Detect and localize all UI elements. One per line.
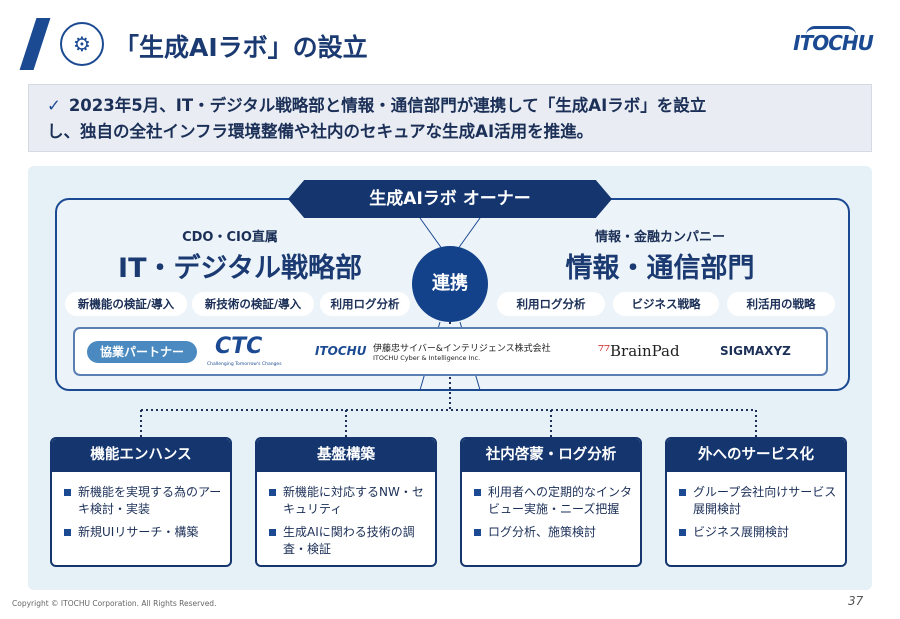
ctc-tagline: Challenging Tomorrow's Changes xyxy=(207,362,282,367)
partner-bar: 協業パートナー CTC Challenging Tomorrow's Chang… xyxy=(73,327,828,376)
check-icon: ✓ xyxy=(47,96,61,115)
sigmaxyz-logo: SIGMAXYZ xyxy=(720,344,791,358)
card-item: グループ会社向けサービス展開検討 xyxy=(679,484,837,518)
right-subtitle: 情報・金融カンパニー xyxy=(594,230,725,245)
brainpad-text: BrainPad xyxy=(610,342,680,360)
card-item: 新機能を実現する為のアーキ検討・実装 xyxy=(64,484,222,518)
right-pill: 利活用の戦略 xyxy=(727,292,835,316)
left-subtitle: CDO・CIO直属 xyxy=(182,230,278,245)
card-item: ログ分析、施策検討 xyxy=(474,524,632,541)
itochu-logo: ITOCHU xyxy=(790,22,876,64)
ctc-logo: CTC xyxy=(215,334,263,359)
right-pill: 利用ログ分析 xyxy=(497,292,605,316)
card-item: 生成AIに関わる技術の調査・検証 xyxy=(269,524,427,558)
right-pill: ビジネス戦略 xyxy=(613,292,719,316)
collaboration-circle: 連携 xyxy=(412,246,488,322)
page-number: 37 xyxy=(848,594,864,608)
left-pill: 利用ログ分析 xyxy=(320,292,410,316)
card-infrastructure: 基盤構築 新機能に対応するNW・セキュリティ生成AIに関わる技術の調査・検証 xyxy=(255,437,437,567)
card-function-enhance: 機能エンハンス 新機能を実現する為のアーキ検討・実装新規UIリサーチ・構築 xyxy=(50,437,232,567)
ci-name-en: ITOCHU Cyber & Intelligence Inc. xyxy=(373,354,481,362)
left-pill: 新技術の検証/導入 xyxy=(192,292,314,316)
brainpad-logo: ⁷⁷BrainPad xyxy=(598,342,680,360)
card-title: 機能エンハンス xyxy=(52,439,230,472)
ai-head-icon: ⚙ xyxy=(60,22,104,66)
card-title: 基盤構築 xyxy=(257,439,435,472)
summary-line-1: 2023年5月、IT・デジタル戦略部と情報・通信部門が連携して「生成AIラボ」を… xyxy=(68,96,707,115)
partner-label: 協業パートナー xyxy=(87,341,197,363)
left-pill: 新機能の検証/導入 xyxy=(65,292,187,316)
owner-banner: 生成AIラボ オーナー xyxy=(288,180,612,218)
card-item: 新機能に対応するNW・セキュリティ xyxy=(269,484,427,518)
card-awareness-log-analysis: 社内啓蒙・ログ分析 利用者への定期的なインタビュー実施・ニーズ把握ログ分析、施策… xyxy=(460,437,642,567)
page-title: 「生成AIラボ」の設立 xyxy=(114,33,368,62)
left-department: IT・デジタル戦略部 xyxy=(118,253,362,284)
card-title: 外へのサービス化 xyxy=(667,439,845,472)
right-department: 情報・通信部門 xyxy=(565,253,755,284)
itochu-partner-logo: ITOCHU xyxy=(315,344,367,358)
card-item: ビジネス展開検討 xyxy=(679,524,837,541)
summary-line-2: し、独自の全社インフラ環境整備や社内のセキュアな生成AI活用を推進。 xyxy=(47,122,594,141)
summary-box: ✓ 2023年5月、IT・デジタル戦略部と情報・通信部門が連携して「生成AIラボ」… xyxy=(28,84,872,152)
card-item: 新規UIリサーチ・構築 xyxy=(64,524,222,541)
card-title: 社内啓蒙・ログ分析 xyxy=(462,439,640,472)
card-external-service: 外へのサービス化 グループ会社向けサービス展開検討ビジネス展開検討 xyxy=(665,437,847,567)
ci-name-jp: 伊藤忠サイバー&インテリジェンス株式会社 xyxy=(373,344,551,354)
copyright: Copyright © ITOCHU Corporation. All Righ… xyxy=(12,599,217,608)
card-item: 利用者への定期的なインタビュー実施・ニーズ把握 xyxy=(474,484,632,518)
